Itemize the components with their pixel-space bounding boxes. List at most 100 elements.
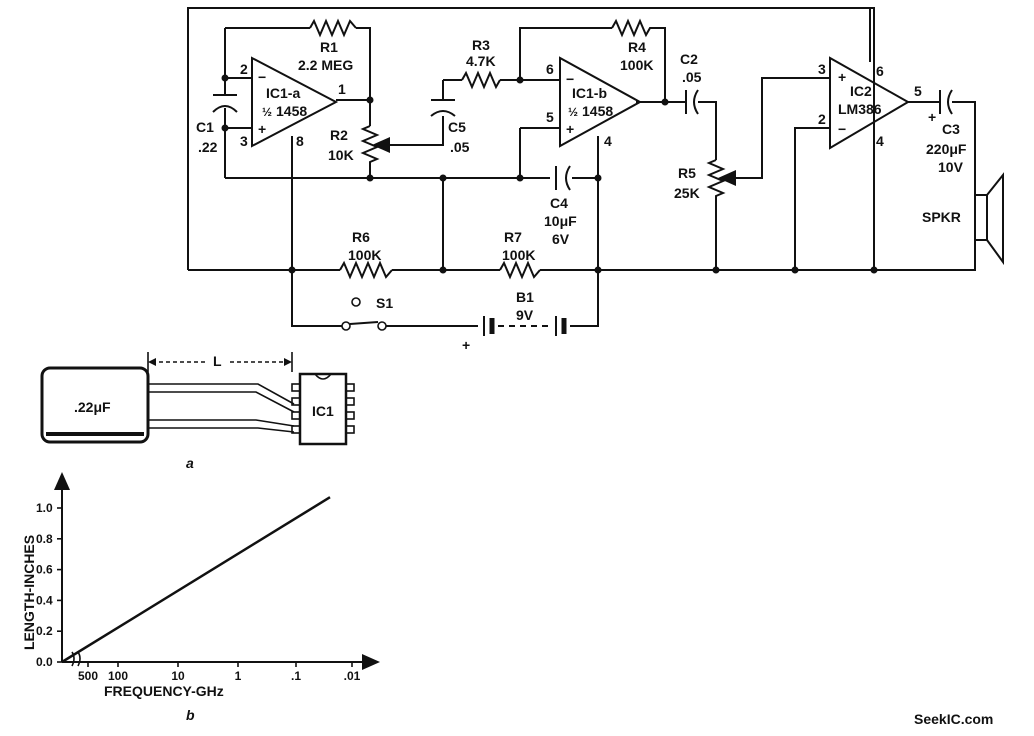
watermark: SeekIC.com: [914, 711, 993, 727]
svg-text:−: −: [566, 71, 574, 87]
svg-text:½: ½: [568, 105, 578, 119]
svg-text:−: −: [838, 121, 846, 137]
r2-wiper-wire: [378, 116, 444, 146]
x-tick-label: .01: [344, 669, 361, 683]
b1-battery: [483, 316, 567, 336]
c5-label: C5: [448, 119, 466, 135]
svg-text:1: 1: [338, 81, 346, 97]
svg-text:3: 3: [818, 61, 826, 77]
r5-potentiometer: [706, 159, 726, 200]
y-axis-ticks: 0.0 0.2 0.4 0.6 0.8 1.0: [36, 501, 62, 669]
r3-value: 4.7K: [466, 53, 496, 69]
r6-value: 100K: [348, 247, 381, 263]
c1-value: .22: [198, 139, 218, 155]
ic2-amplifier: + − IC2 LM386 3 2 6 4 5: [818, 56, 922, 150]
series-layer: [61, 496, 331, 664]
c4-label: C4: [550, 195, 568, 211]
x-tick-label: 500: [78, 669, 98, 683]
figure-a: .22μF IC1 L a: [40, 352, 355, 471]
c3-label: C3: [942, 121, 960, 137]
c2-capacitor: [685, 89, 699, 115]
ic1b-opamp: − + IC1-b ½ 1458 6 5 4: [546, 56, 643, 149]
svg-text:4: 4: [604, 133, 612, 149]
r6-resistor: [339, 260, 393, 280]
svg-text:6: 6: [876, 63, 884, 79]
c1-label: C1: [196, 119, 214, 135]
top-loop-wire: [187, 7, 875, 270]
c3-to-spkr-wire: [952, 101, 976, 195]
r3-label: R3: [472, 37, 490, 53]
c4-voltage: 6V: [552, 231, 570, 247]
r4-left-wire: [519, 27, 612, 80]
svg-text:6: 6: [546, 61, 554, 77]
r4-right-wire: [654, 27, 666, 102]
svg-text:8: 8: [296, 133, 304, 149]
figure-b-caption: b: [186, 707, 195, 723]
r1-resistor: [309, 18, 357, 38]
r4-value: 100K: [620, 57, 653, 73]
r2-label: R2: [330, 127, 348, 143]
ic1b-name: IC1-b: [572, 85, 607, 101]
capacitor-value: .22μF: [74, 399, 111, 415]
y-tick-label: 0.6: [36, 563, 53, 577]
b1-polarity: +: [462, 337, 470, 353]
c4-value: 10μF: [544, 213, 577, 229]
figure-a-caption: a: [186, 455, 194, 471]
ic2-part: LM386: [838, 101, 882, 117]
speaker-icon: [974, 172, 1004, 266]
b1-value: 9V: [516, 307, 534, 323]
battery-neg-wire: [570, 178, 599, 327]
capacitor-body: [40, 366, 150, 444]
y-tick-label: 0.4: [36, 593, 53, 607]
ic1a-opamp: − + IC1-a ½ 1458 2 3 1 8: [240, 56, 346, 149]
s1-switch: [341, 297, 387, 331]
x-tick-label: 100: [108, 669, 128, 683]
length-label: L: [213, 353, 222, 369]
ic2-pin2-wire: [794, 127, 830, 270]
y-tick-label: 0.0: [36, 655, 53, 669]
r1-right-wire: [356, 27, 371, 100]
lead-bot-inner: [148, 419, 295, 427]
c2-value: .05: [682, 69, 702, 85]
x-axis-label: FREQUENCY-GHz: [104, 683, 224, 699]
y-tick-label: 0.8: [36, 532, 53, 546]
r2-potentiometer: [360, 125, 380, 166]
r2-value: 10K: [328, 147, 354, 163]
r7-label: R7: [504, 229, 522, 245]
ic1a-out-wire: [336, 99, 371, 126]
lead-top-inner: [148, 391, 295, 413]
svg-text:½: ½: [262, 105, 272, 119]
switch-wire: [291, 136, 342, 327]
svg-text:+: +: [566, 121, 574, 137]
x-tick-label: .1: [291, 669, 301, 683]
y-tick-label: 0.2: [36, 624, 53, 638]
s1-label: S1: [376, 295, 393, 311]
svg-text:2: 2: [818, 111, 826, 127]
ic-label: IC1: [312, 403, 334, 419]
r7-resistor: [499, 260, 541, 280]
circuit-wires: [187, 7, 976, 327]
svg-text:3: 3: [240, 133, 248, 149]
y-tick-label: 1.0: [36, 501, 53, 515]
c3-value: 220μF: [926, 141, 967, 157]
svg-text:5: 5: [546, 109, 554, 125]
c4-capacitor: [555, 165, 571, 191]
r5-label: R5: [678, 165, 696, 181]
x-tick-label: 1: [235, 669, 242, 683]
c3-voltage: 10V: [938, 159, 964, 175]
bottom-rail-right: [540, 240, 976, 271]
svg-text:−: −: [258, 69, 266, 85]
svg-text:2: 2: [240, 61, 248, 77]
length-series-line: [61, 496, 331, 664]
r5-wiper-wire: [724, 77, 830, 179]
x-tick-label: 10: [171, 669, 185, 683]
svg-text:4: 4: [876, 133, 884, 149]
c5-value: .05: [450, 139, 470, 155]
junctions: [221, 74, 878, 274]
b1-label: B1: [516, 289, 534, 305]
x-axis-ticks: 500 100 10 1 .1 .01: [78, 662, 361, 683]
svg-text:5: 5: [914, 83, 922, 99]
svg-text:+: +: [838, 69, 846, 85]
